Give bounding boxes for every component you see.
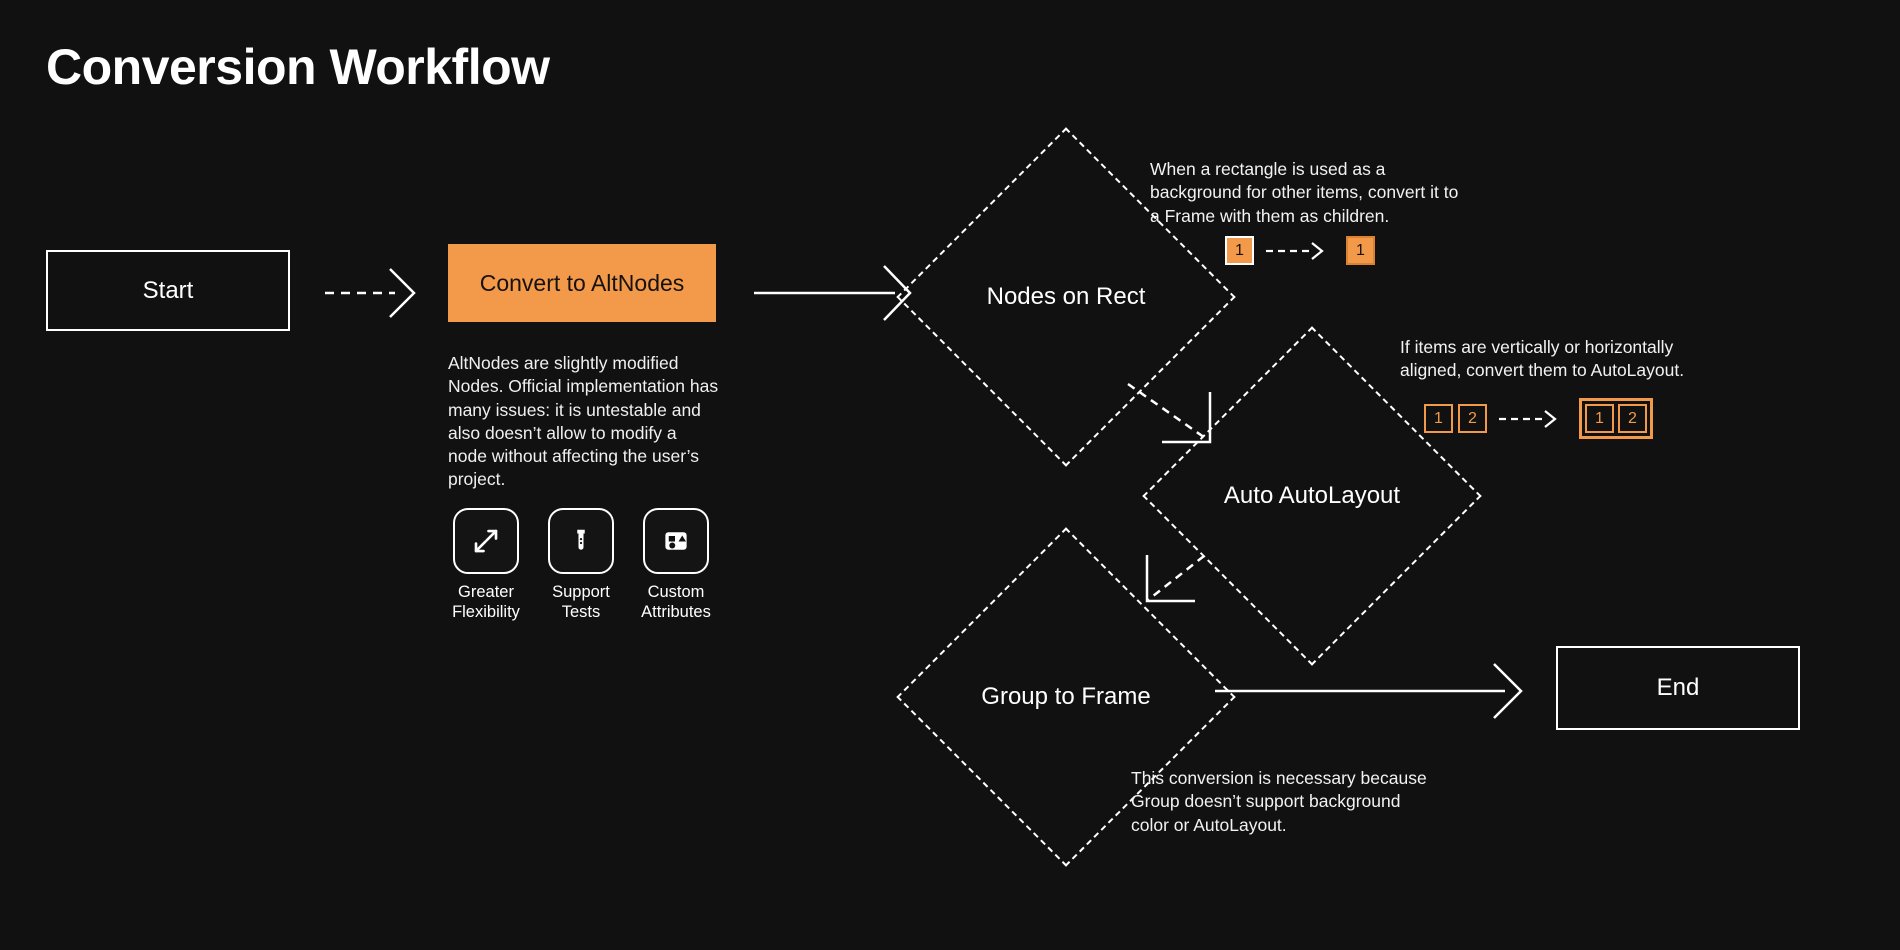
feature-label: Custom Attributes	[641, 583, 711, 621]
convert-description: AltNodes are slightly modified Nodes. Of…	[448, 353, 719, 490]
badge-before-1: 1	[1424, 404, 1453, 433]
annotation-auto-autolayout: If items are vertically or horizontally …	[1400, 337, 1685, 381]
edge-convert-to-nodesonrect	[754, 265, 912, 321]
node-group-to-frame[interactable]: Group to Frame	[896, 527, 1236, 867]
node-auto-autolayout-label: Auto AutoLayout	[1223, 482, 1401, 509]
node-end-label: End	[1656, 674, 1700, 701]
annotation-badges-auto-autolayout: 1 2 1 2	[1424, 398, 1653, 439]
annotation-nodes-on-rect: When a rectangle is used as a background…	[1150, 159, 1459, 226]
annotation-badges-nodes-on-rect: 1 1	[1225, 236, 1375, 265]
edge-start-to-convert	[325, 268, 416, 318]
annotation-group-to-frame: This conversion is necessary because Gro…	[1131, 768, 1427, 835]
badge-after-1: 1	[1585, 404, 1614, 433]
custom-shapes-icon	[643, 508, 709, 574]
edge-grouptoframe-to-end	[1215, 663, 1523, 719]
badge-transform-arrow	[1266, 241, 1324, 260]
badge-before-2: 2	[1458, 404, 1487, 433]
node-end[interactable]: End	[1556, 646, 1800, 730]
badge-group-after-framed: 1 2	[1579, 398, 1653, 439]
test-tube-icon	[548, 508, 614, 574]
node-convert-label: Convert to AltNodes	[479, 269, 685, 296]
feature-label: Support Tests	[552, 583, 610, 621]
page-title: Conversion Workflow	[46, 39, 550, 95]
feature-label: Greater Flexibility	[452, 583, 520, 621]
feature-greater-flexibility[interactable]: Greater Flexibility	[452, 508, 520, 623]
node-start-label: Start	[142, 276, 194, 304]
badge-group-before: 1 2	[1424, 404, 1487, 433]
badge-after-1: 1	[1346, 236, 1375, 265]
feature-support-tests[interactable]: Support Tests	[547, 508, 615, 623]
badge-after-2: 2	[1618, 404, 1647, 433]
feature-custom-attributes[interactable]: Custom Attributes	[641, 508, 711, 623]
node-nodes-on-rect[interactable]: Nodes on Rect	[896, 127, 1236, 467]
badge-before-1: 1	[1225, 236, 1254, 265]
node-auto-autolayout[interactable]: Auto AutoLayout	[1142, 326, 1482, 666]
node-convert-to-altnodes[interactable]: Convert to AltNodes	[448, 244, 716, 322]
badge-transform-arrow	[1499, 409, 1557, 428]
node-start[interactable]: Start	[46, 250, 290, 331]
node-group-to-frame-label: Group to Frame	[981, 683, 1151, 710]
expand-arrows-icon	[453, 508, 519, 574]
node-nodes-on-rect-label: Nodes on Rect	[986, 283, 1146, 310]
feature-list: Greater Flexibility Support Tests	[452, 508, 711, 623]
